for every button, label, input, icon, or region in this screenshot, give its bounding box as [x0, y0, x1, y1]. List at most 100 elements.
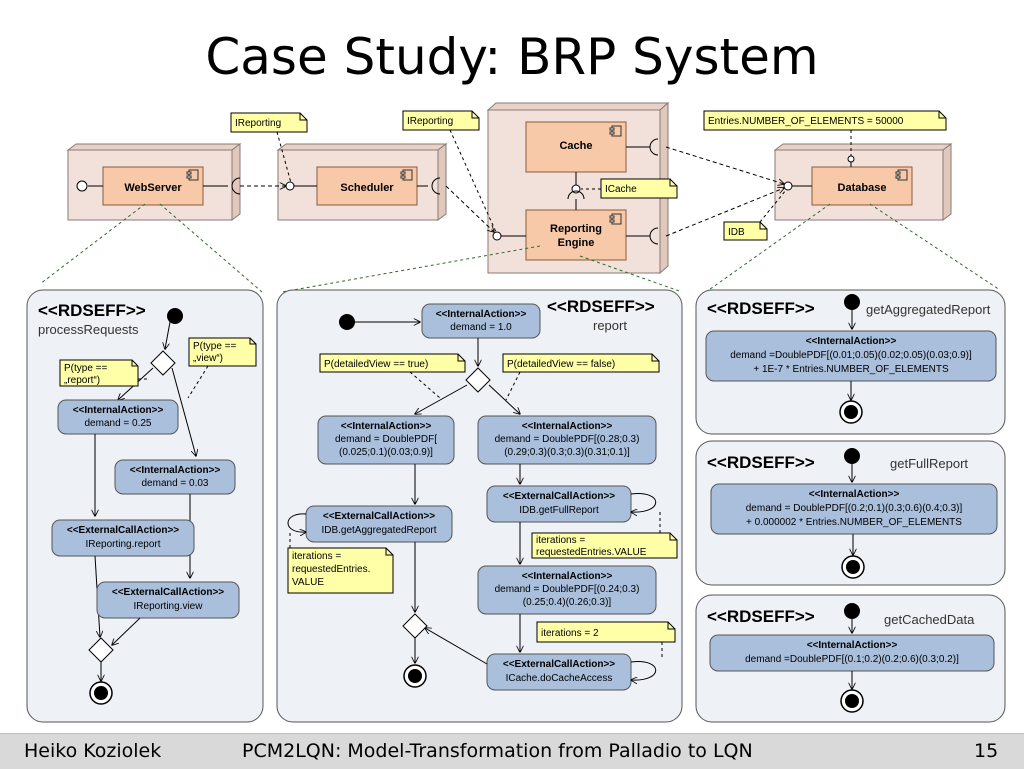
seff-get-full-report-panel[interactable]: <<RDSEFF>> getFullReport <<InternalActio… [695, 440, 1006, 586]
component-icon [400, 169, 413, 181]
svg-text:(0.25;0.4)(0.26;0.3)]: (0.25;0.4)(0.26;0.3)] [523, 597, 612, 608]
external-call-ireporting-view[interactable]: <<ExternalCallAction>> IReporting.view [96, 581, 240, 619]
seff-process-requests-panel[interactable]: <<RDSEFF>> processRequests P(type == „re… [26, 289, 264, 723]
external-call-ireporting-report[interactable]: <<ExternalCallAction>> IReporting.report [51, 519, 195, 557]
note-iterations-aggregated: iterations = requestedEntries. VALUE [287, 547, 394, 594]
start-node [844, 603, 860, 619]
cache-label: Cache [559, 140, 592, 152]
svg-text:<<InternalAction>>: <<InternalAction>> [73, 405, 164, 416]
slide-footer: Heiko Koziolek PCM2LQN: Model-Transforma… [0, 733, 1024, 769]
footer-page-number: 15 [974, 740, 999, 762]
svg-text:iterations = 2: iterations = 2 [541, 628, 599, 639]
internal-action-doublepdf-full[interactable]: <<InternalAction>> demand = DoublePDF[(0… [477, 415, 657, 465]
loop-arrow [631, 493, 657, 513]
note-icache: ICache [600, 178, 678, 199]
svg-text:demand =DoublePDF[(0.01;0.05)(: demand =DoublePDF[(0.01;0.05)(0.02;0.05)… [730, 350, 972, 361]
external-call-idb-getaggregatedreport[interactable]: <<ExternalCallAction>> IDB.getAggregated… [305, 505, 453, 543]
start-node [339, 314, 355, 330]
start-node [167, 308, 183, 324]
component-icon [895, 169, 908, 181]
svg-text:iterations =: iterations = [536, 535, 585, 546]
scheduler-container[interactable]: Scheduler [276, 143, 448, 221]
decision-node [465, 367, 491, 393]
seff-get-aggregated-report-panel[interactable]: <<RDSEFF>> getAggregatedReport <<Interna… [695, 289, 1006, 435]
internal-action-doublepdf-cache[interactable]: <<InternalAction>> demand = DoublePDF[(0… [477, 565, 657, 615]
svg-text:demand = DoublePDF[(0.24;0.3): demand = DoublePDF[(0.24;0.3) [495, 584, 640, 595]
svg-text:requestedEntries.: requestedEntries. [292, 564, 370, 575]
decision-node [150, 350, 176, 376]
svg-text:IReporting.view: IReporting.view [134, 601, 204, 612]
external-call-icache-docacheaccess[interactable]: <<ExternalCallAction>> ICache.doCacheAcc… [486, 653, 632, 691]
svg-text:IReporting: IReporting [235, 118, 281, 129]
svg-text:<<ExternalCallAction>>: <<ExternalCallAction>> [67, 525, 179, 536]
svg-text:demand = DoublePDF[(0.2;0.1)(0: demand = DoublePDF[(0.2;0.1)(0.3;0.6)(0.… [746, 503, 963, 514]
svg-text:ICache.doCacheAccess: ICache.doCacheAccess [506, 673, 613, 684]
seff-header: <<RDSEFF>> [707, 607, 815, 626]
slide-title: Case Study: BRP System [205, 28, 819, 86]
svg-text:+ 0.000002 * Entries.NUMBER_OF: + 0.000002 * Entries.NUMBER_OF_ELEMENTS [746, 517, 962, 528]
svg-text:IReporting.report: IReporting.report [85, 539, 160, 550]
svg-text:<<InternalAction>>: <<InternalAction>> [807, 640, 898, 651]
svg-text:iterations =: iterations = [292, 551, 341, 562]
note-view-probability: P(type == „view“) [188, 337, 257, 367]
scheduler-label: Scheduler [340, 182, 394, 194]
svg-text:ICache: ICache [605, 184, 637, 195]
svg-text:demand =DoublePDF[(0.1;0.2)(0.: demand =DoublePDF[(0.1;0.2)(0.2;0.6)(0.3… [745, 654, 959, 665]
internal-action-demand-003[interactable]: <<InternalAction>> demand = 0.03 [114, 459, 236, 495]
internal-action-demand-025[interactable]: <<InternalAction>> demand = 0.25 [57, 399, 179, 435]
svg-text:(0.025;0.1)(0.03;0.9)]: (0.025;0.1)(0.03;0.9)] [339, 447, 433, 458]
note-idb: IDB [723, 221, 768, 241]
stop-node [89, 681, 113, 705]
seff-name: getFullReport [890, 456, 968, 471]
svg-text:<<InternalAction>>: <<InternalAction>> [522, 571, 613, 582]
reporting-container[interactable]: Cache Reporting Engine [486, 101, 670, 275]
component-icon [186, 169, 199, 181]
loop-arrow [631, 661, 657, 681]
stop-node [840, 689, 864, 713]
internal-action-aggregated[interactable]: <<InternalAction>> demand =DoublePDF[(0.… [705, 330, 997, 382]
scheduler-reporting-connector [445, 185, 494, 232]
footer-talk-title: PCM2LQN: Model-Transformation from Palla… [242, 740, 753, 762]
svg-text:IReporting: IReporting [407, 116, 453, 127]
note-iterations-full: iterations = requestedEntries.VALUE [531, 532, 678, 559]
brp-system-diagram: WebServer Scheduler Cache Reporting Engi… [26, 101, 1006, 723]
svg-text:<<ExternalCallAction>>: <<ExternalCallAction>> [503, 659, 615, 670]
seff-name: getCachedData [884, 612, 975, 627]
seff-get-cached-data-panel[interactable]: <<RDSEFF>> getCachedData <<InternalActio… [695, 594, 1006, 723]
internal-action-cached[interactable]: <<InternalAction>> demand =DoublePDF[(0.… [709, 634, 995, 672]
webserver-label: WebServer [124, 182, 182, 194]
internal-action-full[interactable]: <<InternalAction>> demand = DoublePDF[(0… [710, 483, 998, 535]
webserver-container[interactable]: WebServer [66, 143, 242, 221]
svg-text:P(type ==: P(type == [64, 363, 108, 374]
svg-text:IDB.getFullReport: IDB.getFullReport [519, 505, 599, 516]
reporting-engine-label-1: Reporting [550, 223, 602, 235]
svg-text:VALUE: VALUE [292, 577, 324, 588]
seff-name: getAggregatedReport [866, 302, 991, 317]
note-entries: Entries.NUMBER_OF_ELEMENTS = 50000 [703, 110, 947, 131]
footer-author: Heiko Koziolek [24, 740, 162, 762]
note-ireporting-1: IReporting [230, 112, 308, 133]
loop-arrow [287, 513, 306, 532]
internal-action-doublepdf-aggregated[interactable]: <<InternalAction>> demand = DoublePDF[ (… [317, 415, 455, 465]
note-link [759, 189, 787, 223]
internal-action-demand-10[interactable]: <<InternalAction>> demand = 1.0 [421, 303, 541, 339]
svg-text:IDB: IDB [728, 227, 745, 238]
svg-text:<<InternalAction>>: <<InternalAction>> [436, 309, 527, 320]
start-node [844, 448, 860, 464]
svg-text:(0.29;0.3)(0.3;0.3)(0.31;0.1)]: (0.29;0.3)(0.3;0.3)(0.31;0.1)] [504, 447, 630, 458]
svg-text:IDB.getAggregatedReport: IDB.getAggregatedReport [321, 525, 436, 536]
svg-text:<<InternalAction>>: <<InternalAction>> [806, 336, 897, 347]
database-label: Database [838, 182, 887, 194]
svg-text:demand = 0.25: demand = 0.25 [85, 418, 152, 429]
component-icon [609, 125, 622, 137]
stop-node [403, 664, 427, 688]
note-link [276, 131, 292, 184]
svg-text:<<ExternalCallAction>>: <<ExternalCallAction>> [112, 587, 224, 598]
database-container[interactable]: Database [773, 143, 953, 221]
svg-text:demand = 1.0: demand = 1.0 [450, 322, 512, 333]
seff-report-panel[interactable]: <<RDSEFF>> report <<InternalAction>> dem… [276, 289, 683, 723]
external-call-idb-getfullreport[interactable]: <<ExternalCallAction>> IDB.getFullReport [486, 485, 632, 523]
reporting-database-connector [665, 188, 784, 237]
svg-text:P(detailedView == false): P(detailedView == false) [507, 359, 615, 370]
note-iterations-2: iterations = 2 [536, 621, 676, 643]
